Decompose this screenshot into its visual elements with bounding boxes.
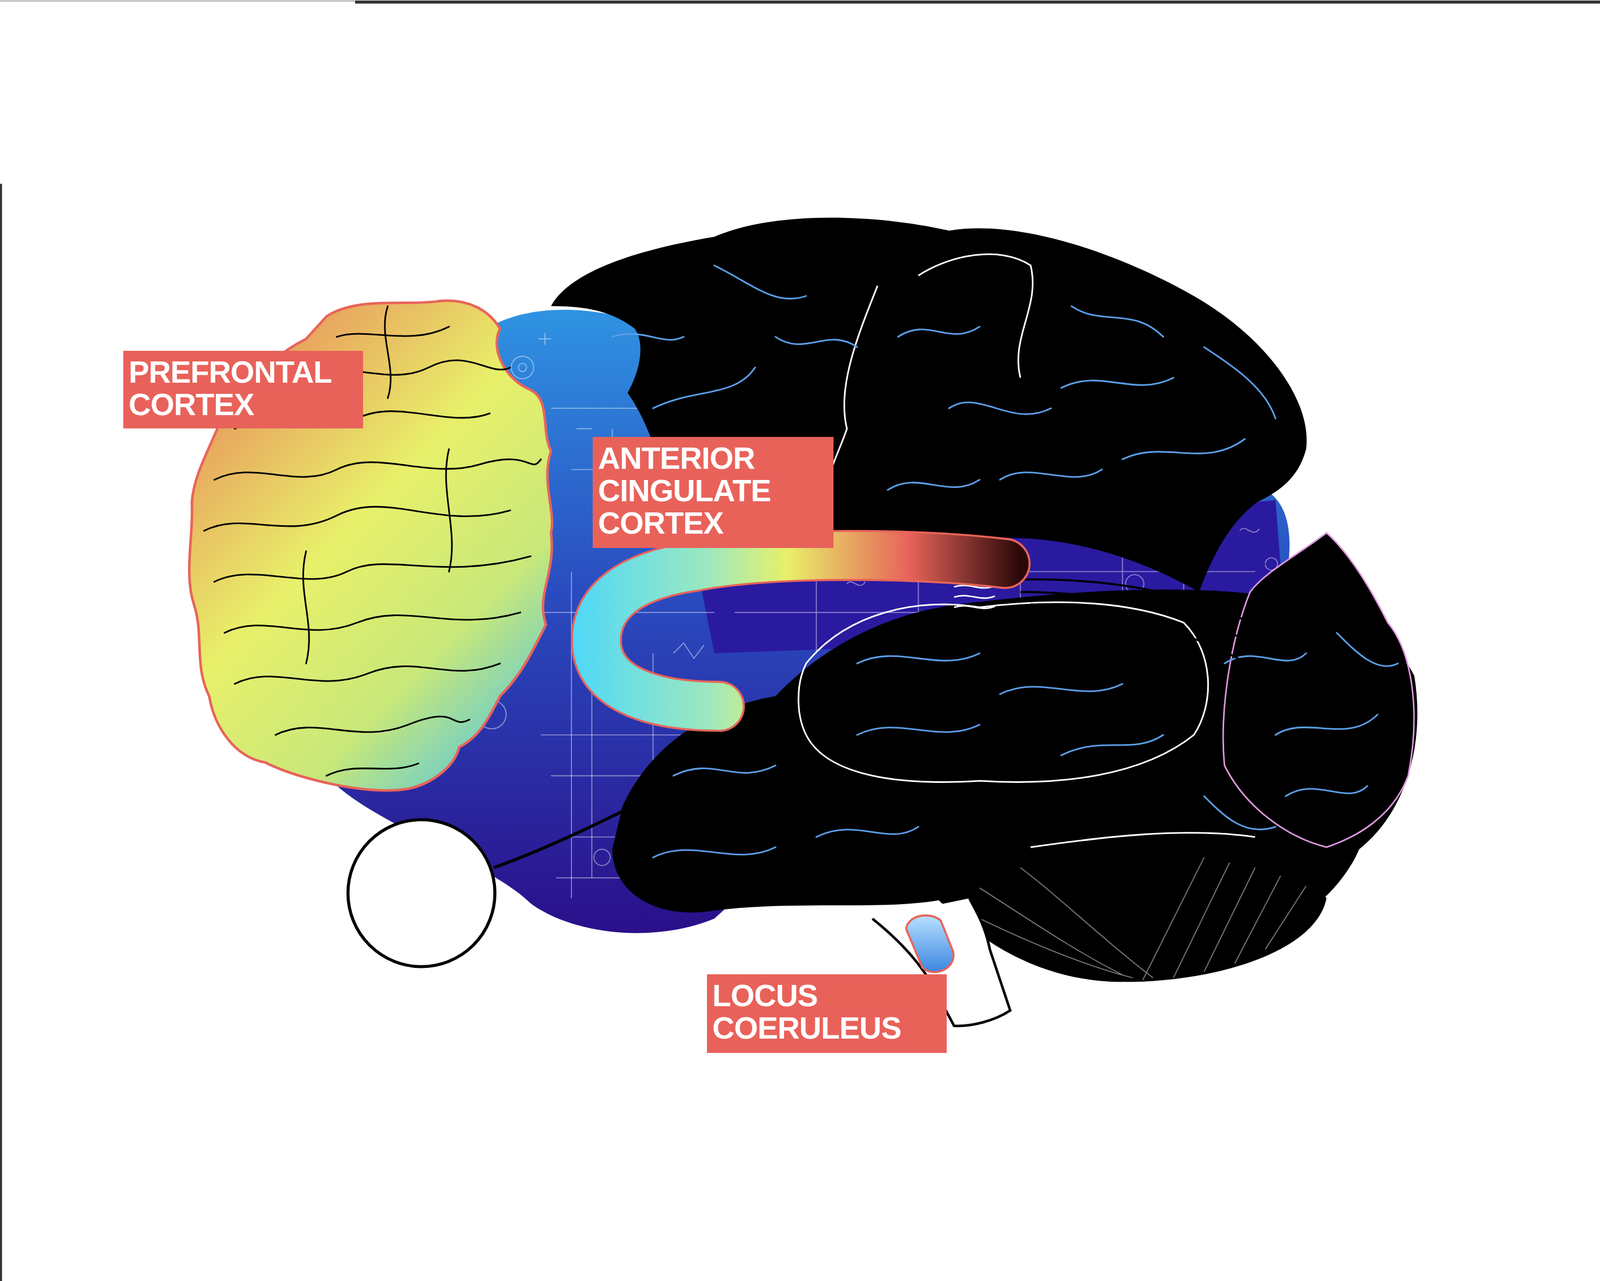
- label-box: LOCUS COERULEUS: [706, 974, 947, 1054]
- label-box: PREFRONTAL CORTEX: [123, 350, 364, 429]
- label-box: ANTERIOR CINGULATE CORTEX: [592, 436, 834, 549]
- region-label: PREFRONTAL CORTEX: [128, 356, 332, 421]
- region-label: LOCUS COERULEUS: [712, 979, 901, 1045]
- region-label: ANTERIOR CINGULATE CORTEX: [598, 442, 771, 540]
